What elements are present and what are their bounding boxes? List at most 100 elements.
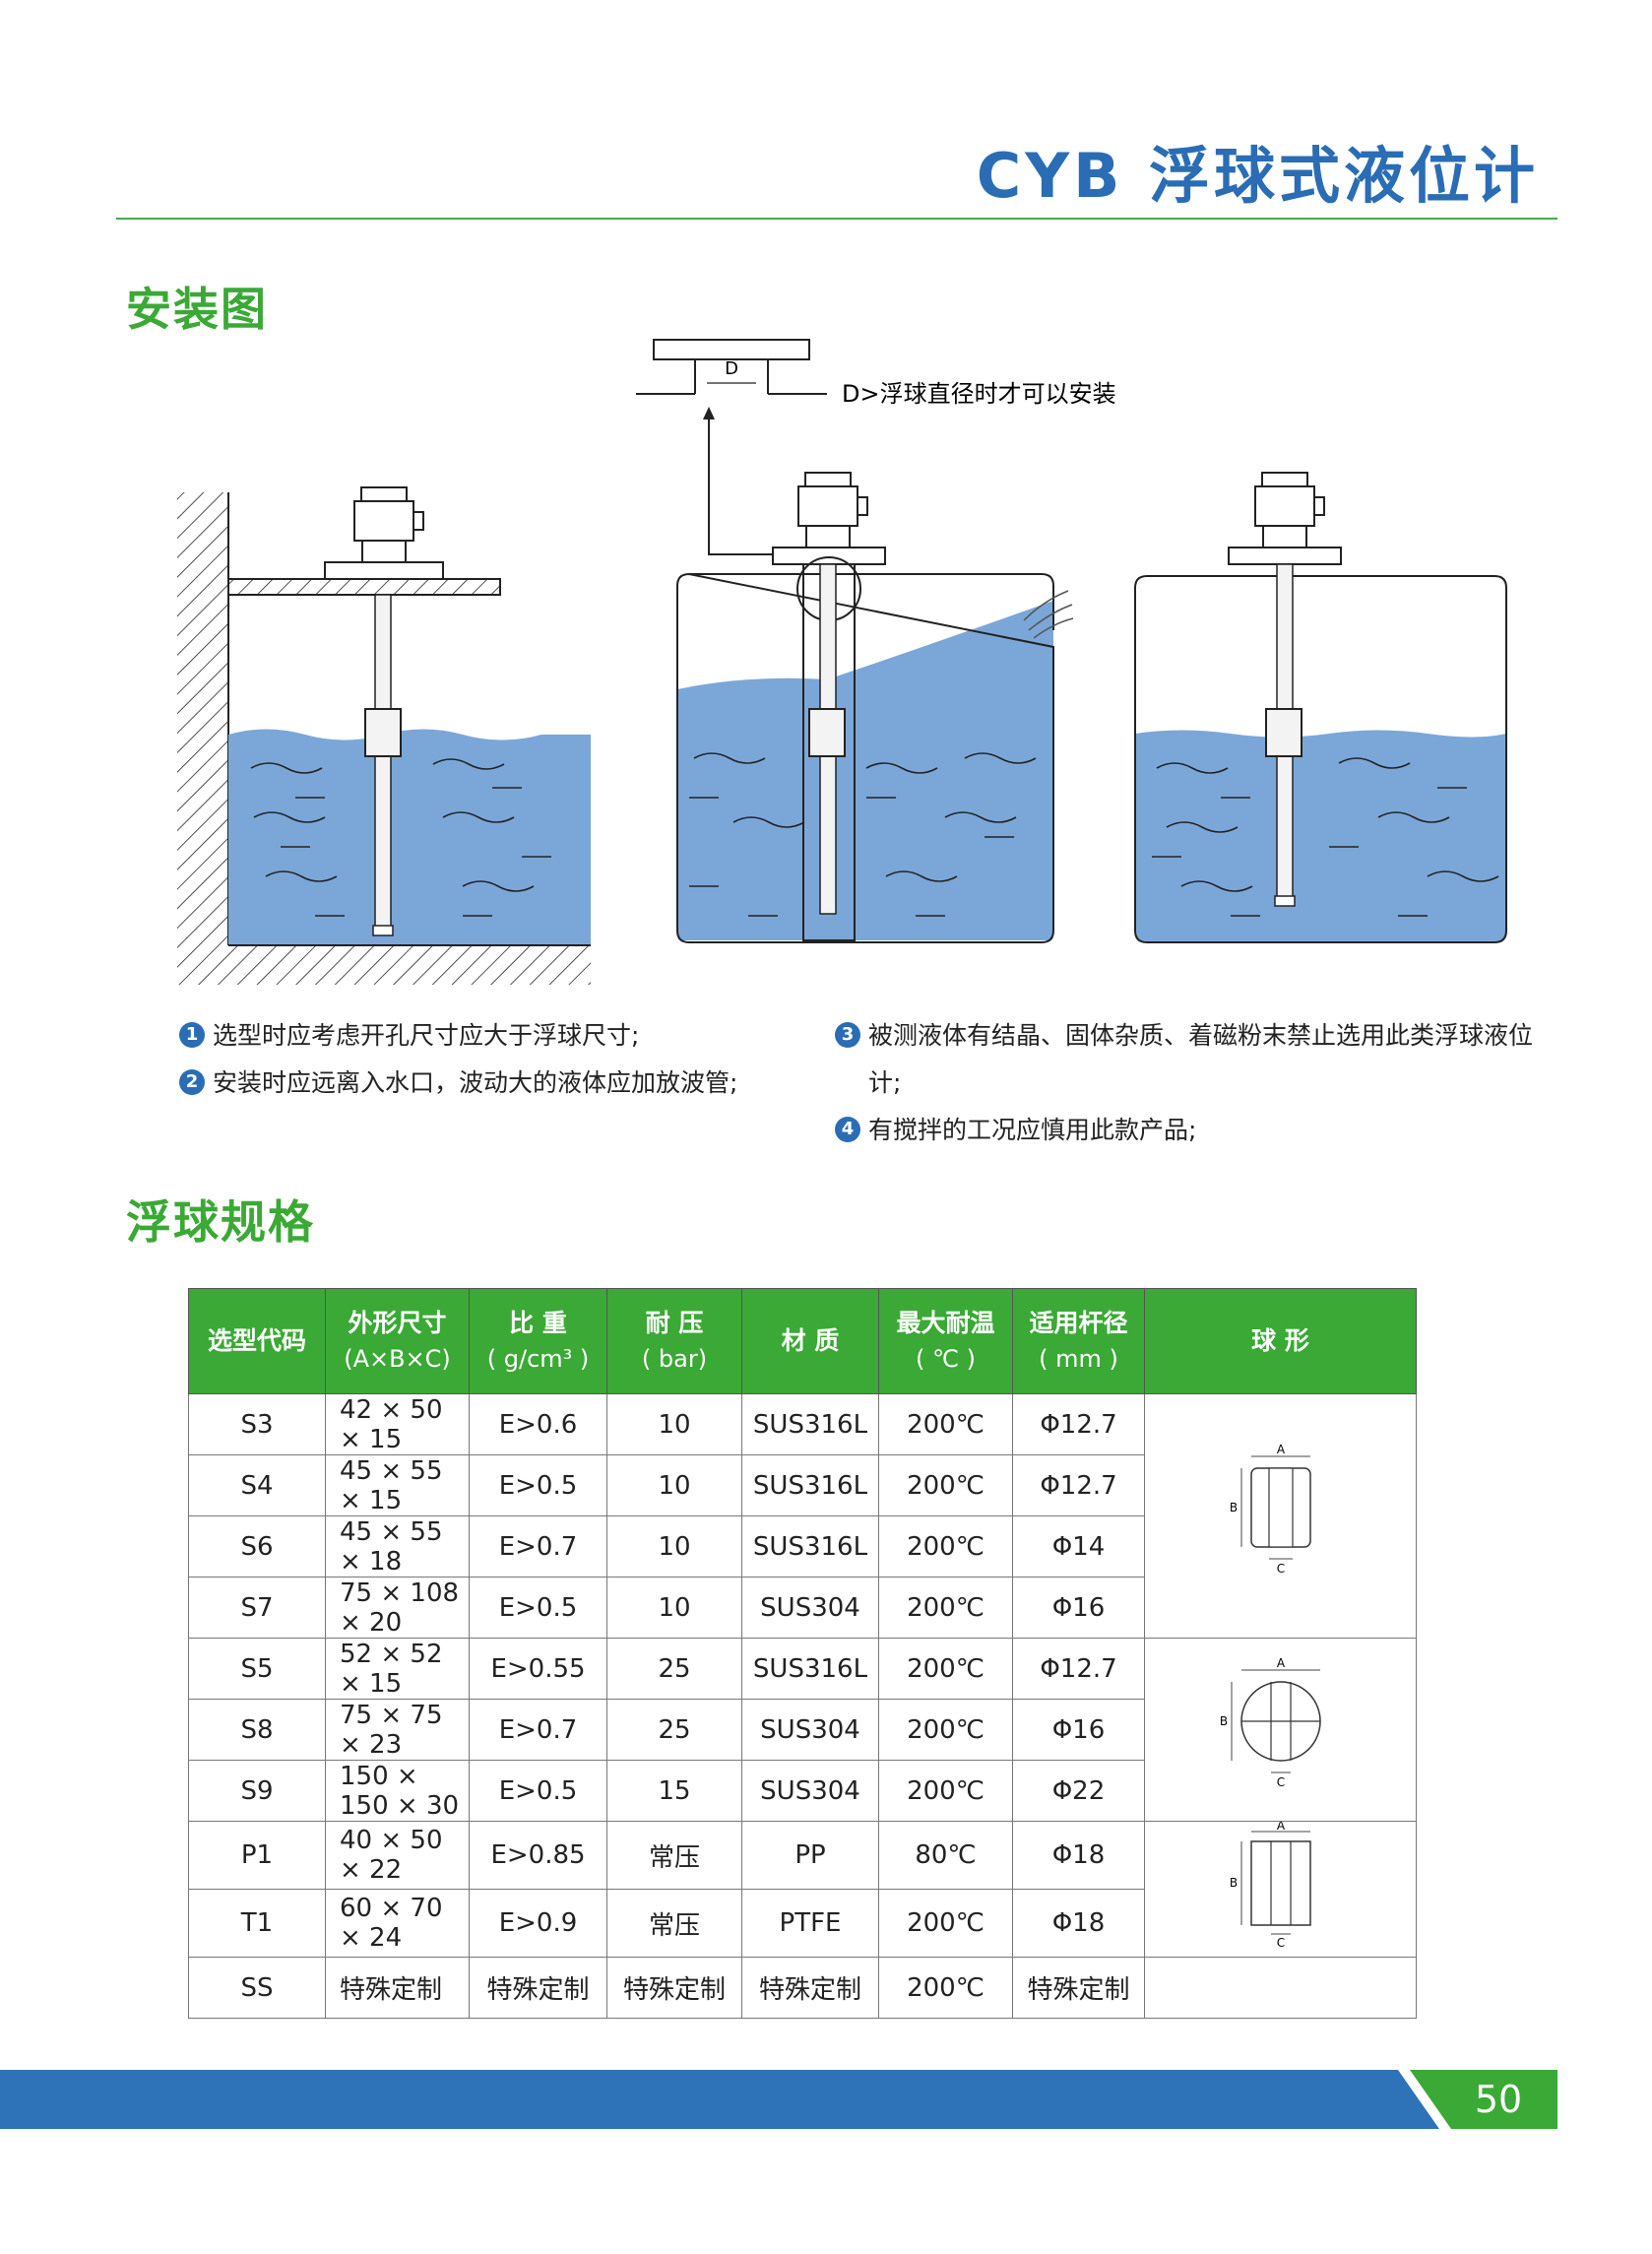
float-shape-drawing: A B C: [1144, 1819, 1417, 1958]
notes-left: 1 选型时应考虑开孔尺寸应大于浮球尺寸; 2 安装时应远离入水口，波动大的液体应…: [179, 1012, 737, 1107]
note-text: 被测液体有结晶、固体杂质、着磁粉末禁止选用此类浮球液位计;: [868, 1021, 1534, 1097]
d-note: D>浮球直径时才可以安装: [842, 380, 1116, 408]
dimension-label: A: [1276, 1822, 1285, 1833]
dimension-label: C: [1276, 1562, 1284, 1576]
table-cell: 15: [606, 1760, 742, 1822]
dimension-label: B: [1229, 1501, 1237, 1514]
table-cell: 常压: [606, 1889, 742, 1958]
table-cell: 75 × 108 × 20: [325, 1577, 470, 1639]
table-cell: S7: [188, 1577, 326, 1639]
table-cell: 52 × 52 × 15: [325, 1638, 470, 1700]
section-title-spec: 浮球规格: [126, 1195, 315, 1249]
table-cell: SUS304: [741, 1760, 879, 1822]
table-cell: Φ16: [1012, 1699, 1145, 1761]
table-cell: 10: [606, 1515, 742, 1578]
table-cell: SUS316L: [741, 1515, 879, 1578]
table-cell: Φ14: [1012, 1515, 1145, 1578]
table-cell: Φ18: [1012, 1821, 1145, 1890]
table-cell: Φ16: [1012, 1577, 1145, 1639]
table-cell: E>0.7: [469, 1515, 607, 1578]
table-cell: 60 × 70 × 24: [325, 1889, 470, 1958]
note-item: 3 被测液体有结晶、固体杂质、着磁粉末禁止选用此类浮球液位计;: [835, 1012, 1563, 1107]
table-cell: 200℃: [878, 1393, 1013, 1455]
footer-bar: [0, 2070, 1477, 2129]
col-header: 选型代码: [188, 1288, 326, 1394]
col-header: 比 重( g/cm³ ): [469, 1288, 607, 1394]
page-number: 50: [1475, 2078, 1522, 2121]
table-cell: E>0.5: [469, 1454, 607, 1516]
table-cell: 42 × 50 × 15: [325, 1393, 470, 1455]
float-shape-drawing: A B C: [1144, 1638, 1417, 1822]
table-cell: SUS316L: [741, 1454, 879, 1516]
table-cell: 200℃: [878, 1454, 1013, 1516]
table-cell: E>0.5: [469, 1760, 607, 1822]
table-cell: S5: [188, 1638, 326, 1700]
note-number-icon: 4: [835, 1117, 860, 1142]
col-header: 适用杆径( mm ): [1012, 1288, 1145, 1394]
table-cell: PP: [741, 1821, 879, 1890]
table-cell: S9: [188, 1760, 326, 1822]
table-cell: 常压: [606, 1821, 742, 1890]
table-cell: 200℃: [878, 1699, 1013, 1761]
table-cell: 40 × 50 × 22: [325, 1821, 470, 1890]
table-cell: 200℃: [878, 1889, 1013, 1958]
col-header: 耐 压( bar): [606, 1288, 742, 1394]
table-cell: Φ12.7: [1012, 1454, 1145, 1516]
table-cell: P1: [188, 1821, 326, 1890]
table-cell: E>0.55: [469, 1638, 607, 1700]
table-cell: SUS304: [741, 1577, 879, 1639]
table-cell: S3: [188, 1393, 326, 1455]
col-header: 外形尺寸(A×B×C): [325, 1288, 470, 1394]
table-cell: SUS316L: [741, 1393, 879, 1455]
float-spec-table: 选型代码 外形尺寸(A×B×C) 比 重( g/cm³ ) 耐 压( bar) …: [188, 1288, 1417, 2019]
dimension-label: C: [1276, 1936, 1284, 1950]
table-cell: SS: [188, 1957, 326, 2019]
table-cell: 200℃: [878, 1577, 1013, 1639]
title-divider: [116, 218, 1557, 220]
table-cell: Φ18: [1012, 1889, 1145, 1958]
table-cell: S4: [188, 1454, 326, 1516]
float-shape-drawing: A B C: [1144, 1393, 1417, 1639]
table-cell: E>0.5: [469, 1577, 607, 1639]
table-cell: E>0.6: [469, 1393, 607, 1455]
note-item: 2 安装时应远离入水口，波动大的液体应加放波管;: [179, 1060, 737, 1107]
note-item: 4 有搅拌的工况应慎用此款产品;: [835, 1107, 1563, 1154]
col-header: 材 质: [741, 1288, 879, 1394]
notes-right: 3 被测液体有结晶、固体杂质、着磁粉末禁止选用此类浮球液位计; 4 有搅拌的工况…: [835, 1012, 1563, 1154]
note-text: 安装时应远离入水口，波动大的液体应加放波管;: [213, 1068, 738, 1097]
table-cell: 200℃: [878, 1515, 1013, 1578]
note-number-icon: 2: [179, 1069, 205, 1095]
tank-with-stilling-pipe: [676, 472, 1074, 943]
table-cell: 45 × 55 × 15: [325, 1454, 470, 1516]
table-cell: E>0.9: [469, 1889, 607, 1958]
table-cell: 特殊定制: [606, 1957, 742, 2019]
closed-tank-install: [1134, 472, 1507, 943]
table-cell: 10: [606, 1454, 742, 1516]
dimension-label: C: [1276, 1775, 1284, 1789]
table-cell: 80℃: [878, 1821, 1013, 1890]
flange-opening-illustration: D D>浮球直径时才可以安装: [636, 339, 1116, 555]
table-cell: 45 × 55 × 18: [325, 1515, 470, 1578]
note-text: 选型时应考虑开孔尺寸应大于浮球尺寸;: [213, 1021, 640, 1050]
table-cell: 200℃: [878, 1638, 1013, 1700]
note-item: 1 选型时应考虑开孔尺寸应大于浮球尺寸;: [179, 1012, 737, 1060]
table-cell: S8: [188, 1699, 326, 1761]
table-cell: [1144, 1957, 1417, 2019]
table-cell: SUS304: [741, 1699, 879, 1761]
table-cell: 10: [606, 1393, 742, 1455]
table-cell: PTFE: [741, 1889, 879, 1958]
table-cell: 特殊定制: [325, 1957, 470, 2019]
open-pit-install: [177, 486, 591, 985]
table-cell: 200℃: [878, 1760, 1013, 1822]
table-cell: E>0.85: [469, 1821, 607, 1890]
table-cell: S6: [188, 1515, 326, 1578]
table-cell: SUS316L: [741, 1638, 879, 1700]
